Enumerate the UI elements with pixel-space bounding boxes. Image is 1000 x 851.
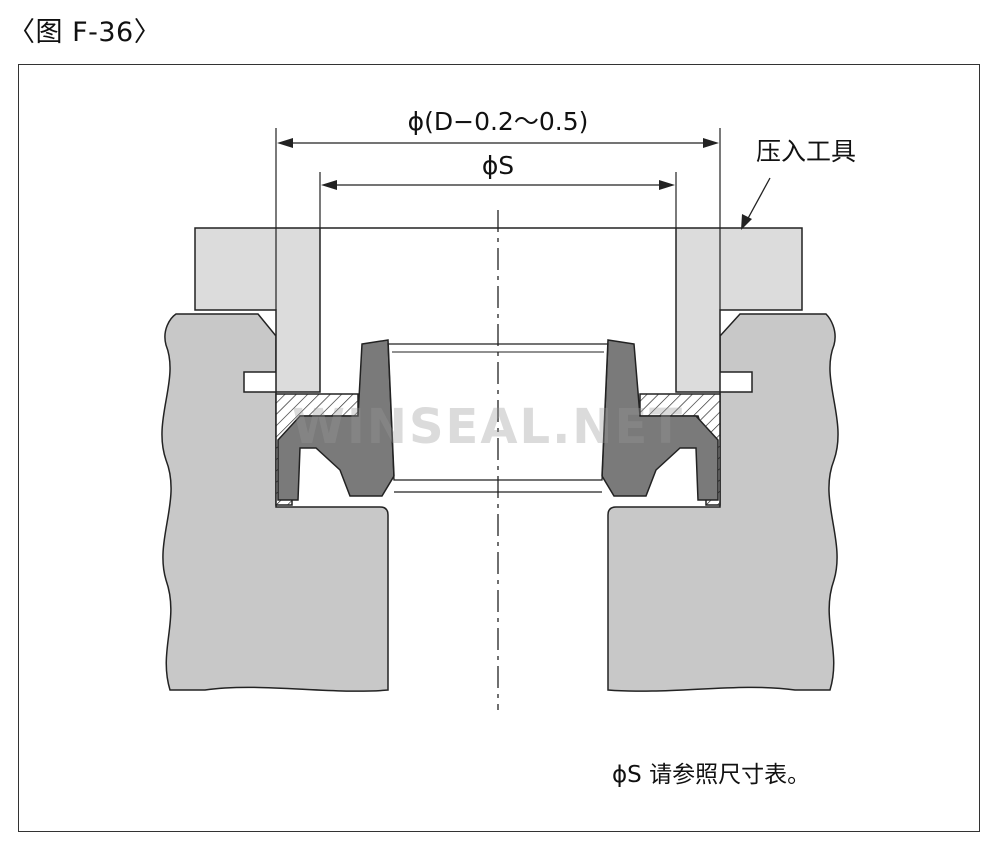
- housing-right: [607, 313, 839, 692]
- note-text: ϕS 请参照尺寸表。: [612, 762, 810, 788]
- diagram-frame: [18, 64, 980, 832]
- seal-lip-right: [601, 339, 719, 501]
- tool-leader-arrow: [741, 177, 771, 230]
- seal-bore: [387, 343, 609, 481]
- watermark: WINSEAL.NET: [292, 399, 684, 455]
- outer-dimension-label: ϕ(D−0.2〜0.5): [408, 107, 589, 136]
- seal-lip-left: [277, 339, 395, 501]
- tool-label: 压入工具: [756, 137, 856, 166]
- outer-dimension-line: [277, 138, 719, 148]
- inner-dimension-line: [321, 180, 675, 190]
- housing-left: [161, 313, 389, 692]
- figure-caption: 〈图 F-36〉: [8, 17, 162, 48]
- inner-dimension-label: ϕS: [482, 151, 514, 180]
